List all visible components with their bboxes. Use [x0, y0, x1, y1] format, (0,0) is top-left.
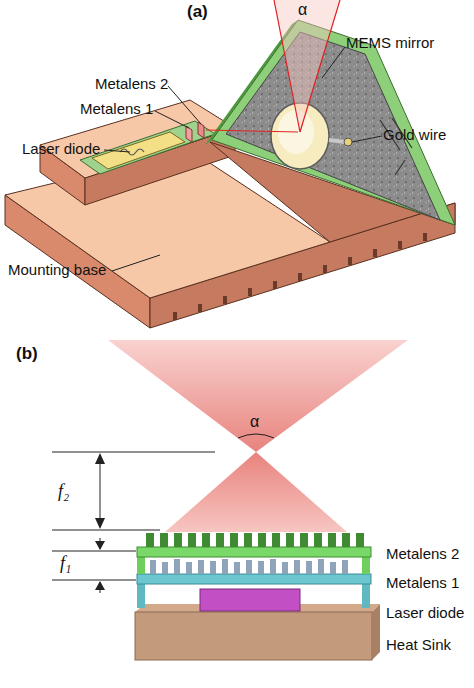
part-label: Heat Sink — [386, 637, 451, 654]
laser-chip — [200, 589, 300, 611]
part-label: Metalens 2 — [386, 546, 459, 563]
heat-sink — [135, 612, 372, 660]
dimension-lines — [52, 452, 215, 593]
part-label: MEMS mirror — [346, 35, 434, 52]
lens-leg — [137, 583, 145, 608]
scan-beam — [274, 0, 340, 132]
angle-arc — [238, 434, 274, 438]
metalens — [186, 126, 192, 142]
dimension-label: f₂ — [58, 482, 69, 502]
mirror-plate — [212, 20, 455, 225]
step-top — [40, 100, 235, 178]
metalens1-pillars — [150, 559, 348, 574]
metalens2-plate — [137, 547, 371, 557]
metalens2-pillars — [146, 533, 364, 547]
lens-leg — [137, 556, 145, 574]
panel-label: (b) — [16, 345, 38, 364]
heat-sink-side — [372, 604, 380, 660]
part-label: Laser diode — [22, 141, 100, 158]
angle-label: α — [298, 1, 307, 19]
lens-leg — [362, 556, 370, 574]
output-cone — [108, 340, 408, 452]
part-label: Mounting base — [8, 262, 106, 279]
mirror-hinge — [329, 140, 345, 142]
metalens1-plate — [137, 574, 371, 584]
part-label: Laser diode — [386, 605, 464, 622]
beam-path — [206, 130, 298, 132]
beam-edge — [300, 0, 340, 132]
hinge-pad — [344, 138, 352, 146]
part-label: Metalens 2 — [95, 76, 168, 93]
beam-edge — [274, 0, 300, 132]
lens-leg — [362, 583, 370, 608]
mems-substrate — [226, 32, 440, 220]
metalens — [198, 122, 204, 138]
dimension-arrowheads — [95, 453, 105, 590]
focused-cone — [165, 452, 347, 532]
part-label: Metalens 1 — [386, 575, 459, 592]
panel-label: (a) — [187, 3, 208, 22]
laser-diode — [92, 132, 185, 169]
angle-label: α — [250, 413, 259, 431]
part-label: Metalens 1 — [80, 101, 153, 118]
dimension-label: f₁ — [60, 554, 71, 574]
part-label: Gold wire — [383, 127, 446, 144]
